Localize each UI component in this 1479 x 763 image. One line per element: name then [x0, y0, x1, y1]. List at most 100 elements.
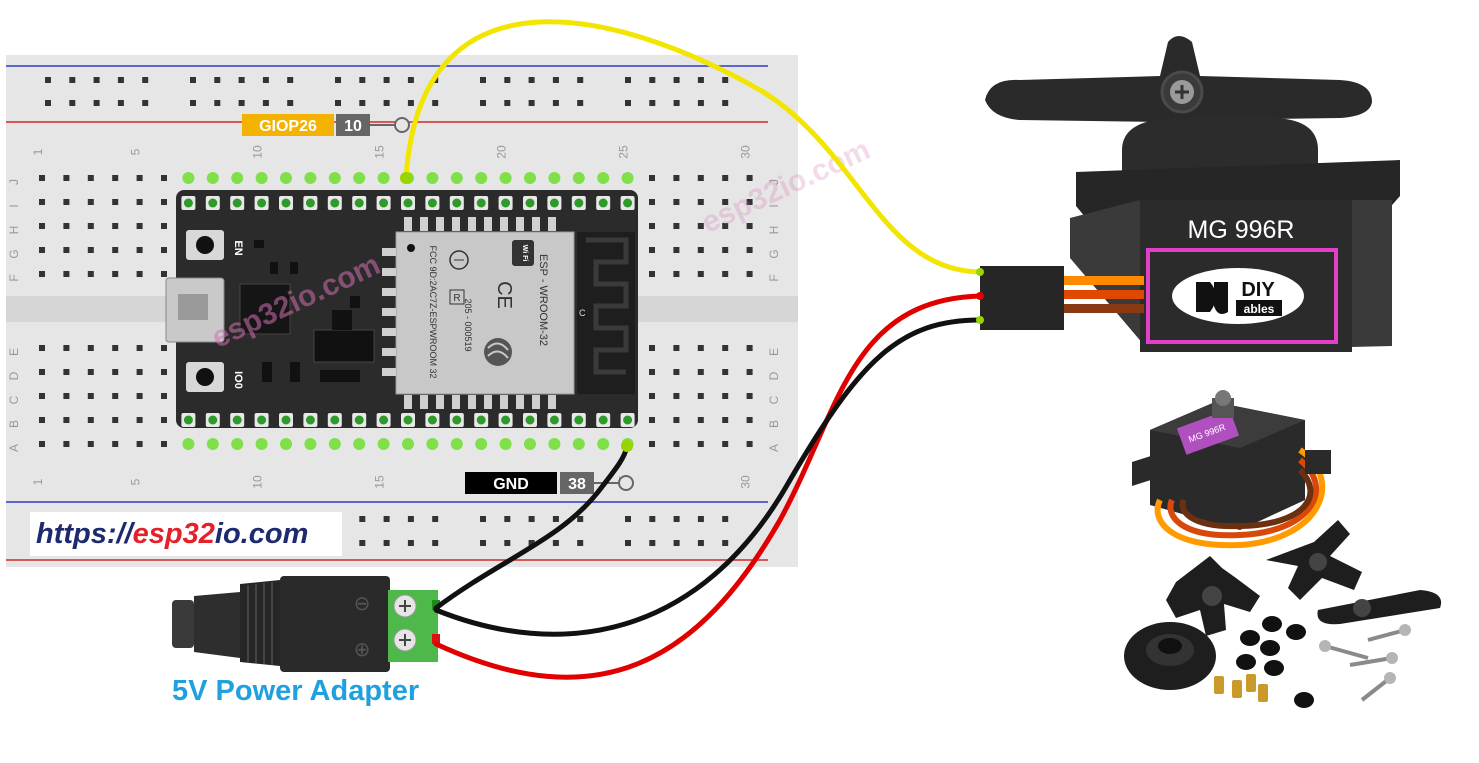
- rail-hole: [142, 100, 149, 106]
- strip-hole: [161, 441, 167, 447]
- breadboard-pin-contact: [426, 438, 439, 450]
- header-pin: [330, 415, 340, 425]
- url-prefix: https://: [36, 517, 133, 550]
- contact-pad: [484, 395, 492, 409]
- strip-hole: [746, 417, 753, 423]
- rail-hole: [697, 77, 704, 83]
- strip-hole: [697, 441, 704, 447]
- contact-pad: [436, 395, 444, 409]
- row-letter: F: [7, 274, 21, 281]
- row-letter: B: [7, 420, 21, 428]
- rail-hole: [407, 516, 414, 522]
- contact-pad: [382, 368, 396, 376]
- strip-hole: [63, 247, 70, 253]
- rail-hole: [287, 100, 294, 106]
- strip-hole: [87, 247, 94, 253]
- servo-photo: MG 996R: [1124, 390, 1442, 708]
- strip-hole: [161, 199, 167, 205]
- strip-hole: [746, 271, 753, 277]
- column-number: 1: [31, 478, 45, 485]
- rail-hole: [722, 516, 729, 522]
- header-pins-top: [181, 172, 635, 210]
- rail-hole: [673, 540, 680, 546]
- contact-pad: [382, 248, 396, 256]
- contact-pad: [404, 217, 412, 231]
- logo-ables: ables: [1244, 302, 1275, 316]
- breadboard-pin-contact: [182, 438, 195, 450]
- strip-hole: [136, 223, 143, 229]
- header-pin: [598, 415, 608, 425]
- rail-hole: [45, 100, 51, 106]
- ground-wire-board: [433, 443, 630, 611]
- rail-hole: [287, 77, 294, 83]
- servo-model-label: MG 996R: [1188, 216, 1295, 244]
- strip-hole: [87, 369, 94, 375]
- rail-hole: [697, 540, 704, 546]
- header-pin: [623, 198, 633, 208]
- strip-hole: [697, 247, 704, 253]
- pin-label-giop26: GIOP26: [259, 118, 317, 135]
- rail-hole: [697, 516, 704, 522]
- module-contact-pads: [382, 217, 556, 409]
- rail-hole: [190, 77, 196, 83]
- strip-hole: [136, 199, 143, 205]
- breadboard-pin-contact: [328, 172, 341, 184]
- strip-hole: [87, 417, 94, 423]
- rail-hole: [480, 100, 486, 106]
- breadboard-pin-contact: [402, 438, 414, 450]
- strip-hole: [63, 441, 70, 447]
- header-pin: [623, 415, 633, 425]
- column-number: 15: [373, 475, 387, 489]
- header-pin: [281, 198, 291, 208]
- strip-hole: [697, 175, 704, 181]
- strip-hole: [112, 175, 119, 181]
- header-pin: [501, 415, 511, 425]
- row-letter: J: [7, 179, 21, 185]
- strip-hole: [136, 271, 143, 277]
- contact-pad: [500, 395, 508, 409]
- row-letter: G: [767, 249, 781, 258]
- row-letter: A: [7, 444, 21, 452]
- contact-pad: [500, 217, 508, 231]
- header-pin: [525, 198, 535, 208]
- rail-hole: [722, 77, 729, 83]
- website-url[interactable]: https:// esp32 io .com: [30, 512, 342, 556]
- contact-pad: [436, 217, 444, 231]
- contact-pad: [484, 217, 492, 231]
- column-number: 5: [129, 478, 143, 485]
- rail-hole: [577, 516, 584, 522]
- rail-hole: [697, 100, 704, 106]
- strip-hole: [87, 175, 94, 181]
- rail-hole: [359, 77, 366, 83]
- wires: [400, 19, 984, 680]
- rail-hole: [528, 77, 535, 83]
- rail-hole: [480, 77, 486, 83]
- contact-pad: [382, 268, 396, 276]
- header-pin: [183, 415, 193, 425]
- header-pin: [452, 415, 462, 425]
- minus-symbol: ⊖: [354, 591, 371, 615]
- rail-hole: [117, 100, 124, 106]
- strip-hole: [39, 271, 45, 277]
- plus-symbol: ⊕: [354, 637, 371, 661]
- header-pin: [379, 415, 389, 425]
- strip-hole: [161, 417, 167, 423]
- column-number: 5: [129, 148, 143, 155]
- breadboard-pin-contact: [280, 438, 292, 450]
- strip-hole: [39, 345, 45, 351]
- strip-hole: [673, 199, 680, 205]
- rail-hole: [93, 77, 100, 83]
- strip-hole: [39, 393, 45, 399]
- strip-hole: [722, 369, 729, 375]
- row-letter: E: [767, 348, 781, 356]
- breadboard-pin-contact: [206, 172, 219, 184]
- strip-hole: [161, 247, 167, 253]
- strip-hole: [673, 369, 680, 375]
- header-pin: [183, 198, 193, 208]
- espressif-logo-icon: [484, 338, 512, 366]
- strip-hole: [136, 393, 143, 399]
- rail-hole: [480, 516, 486, 522]
- strip-hole: [112, 441, 119, 447]
- pin-label-ground: GND 38: [465, 472, 634, 494]
